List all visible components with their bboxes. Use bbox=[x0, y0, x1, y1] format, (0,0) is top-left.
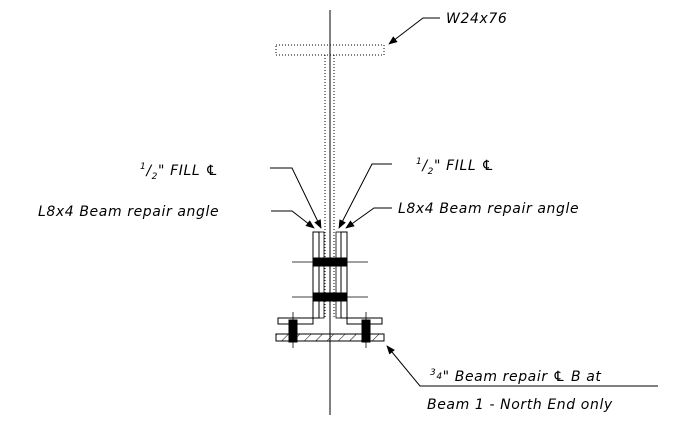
angle-label-right: L8x4 Beam repair angle bbox=[398, 201, 579, 217]
repair-plate-leader bbox=[386, 345, 658, 387]
fill-plate-leader-right bbox=[338, 163, 392, 229]
fill-plate-left bbox=[318, 231, 325, 319]
beam-section-leader bbox=[388, 17, 440, 45]
fill-plate-label-left: 1/2" FILL ℄ bbox=[140, 162, 218, 182]
fill-plate-label-right: 1/2" FILL ℄ bbox=[416, 157, 494, 177]
fill-plate-right bbox=[335, 231, 342, 319]
bolt-flange-left bbox=[288, 319, 298, 343]
beam-section-label: W24x76 bbox=[446, 11, 507, 27]
beam-top-flange bbox=[275, 44, 385, 56]
fill-plate-leader-left bbox=[270, 167, 322, 229]
repair-plate-label-line1: 34" Beam repair ℄ B at bbox=[430, 368, 602, 385]
angle-label-left: L8x4 Beam repair angle bbox=[38, 204, 219, 220]
repair-angle-right bbox=[340, 231, 383, 325]
bolt-upper bbox=[312, 257, 348, 267]
repair-plate bbox=[275, 333, 385, 342]
repair-angle-left bbox=[277, 231, 320, 325]
bolt-lower bbox=[312, 292, 348, 302]
angle-leader-left bbox=[271, 210, 315, 229]
repair-plate-label-line2: Beam 1 - North End only bbox=[427, 397, 613, 413]
angle-leader-right bbox=[345, 207, 392, 229]
bolt-flange-right bbox=[361, 319, 371, 343]
